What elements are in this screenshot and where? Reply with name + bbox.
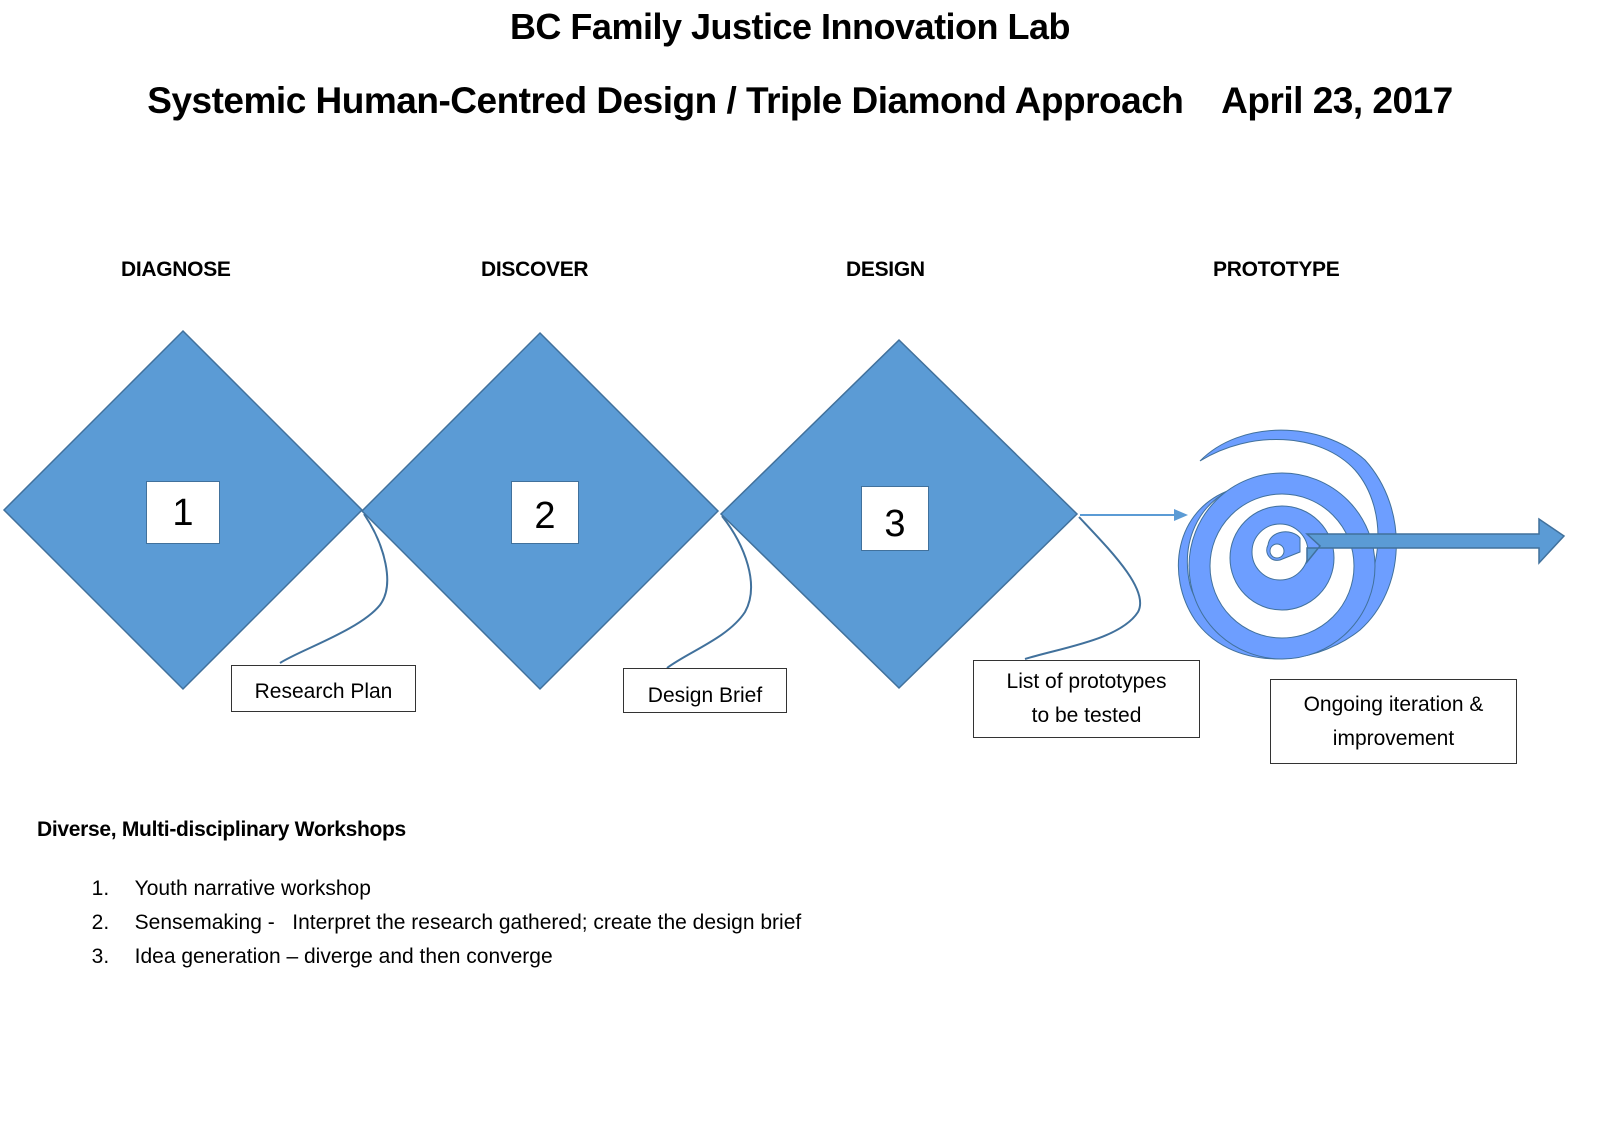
page-subtitle: Systemic Human-Centred Design / Triple D…	[147, 80, 1453, 121]
diamond-number-3: 3	[861, 486, 929, 551]
callout-ongoing-iteration: Ongoing iteration & improvement	[1270, 679, 1517, 764]
callout-prototype-list-line1: List of prototypes	[1006, 670, 1167, 693]
callout-design-brief: Design Brief	[623, 668, 787, 713]
diamond-number-1: 1	[146, 481, 220, 544]
list-number: 3.	[91, 945, 110, 968]
workshops-heading: Diverse, Multi-disciplinary Workshops	[37, 818, 406, 841]
connector-research-plan	[279, 513, 389, 664]
list-number: 2.	[91, 911, 110, 934]
arrowhead-icon	[1174, 509, 1188, 521]
list-text: Sensemaking - Interpret the research gat…	[134, 911, 802, 934]
callout-prototype-list: List of prototypes to be tested	[973, 660, 1200, 738]
callout-research-plan: Research Plan	[231, 665, 416, 712]
list-number: 1.	[91, 877, 110, 900]
spiral-icon	[1177, 429, 1397, 660]
callout-prototype-list-line2: to be tested	[1031, 704, 1142, 727]
callout-ongoing-iteration-line1: Ongoing iteration &	[1303, 693, 1484, 716]
workshop-list-item: 3. Idea generation – diverge and then con…	[80, 921, 553, 969]
list-text: Idea generation – diverge and then conve…	[134, 945, 553, 968]
phase-label-discover: DISCOVER	[481, 258, 589, 281]
callout-ongoing-iteration-line2: improvement	[1332, 727, 1455, 750]
workshop-list-item: 1. Youth narrative workshop	[80, 853, 371, 901]
connector-prototype-list	[1024, 516, 1141, 660]
list-text: Youth narrative workshop	[134, 877, 371, 900]
phase-label-prototype: PROTOTYPE	[1213, 258, 1340, 281]
workshop-list-item: 2. Sensemaking - Interpret the research g…	[80, 887, 802, 935]
diamond-number-2: 2	[511, 481, 579, 544]
phase-label-design: DESIGN	[846, 258, 925, 281]
page-title: BC Family Justice Innovation Lab	[509, 6, 1071, 47]
phase-label-diagnose: DIAGNOSE	[121, 258, 231, 281]
ongoing-arrow-icon	[1305, 517, 1566, 565]
connector-design-brief	[666, 515, 753, 669]
